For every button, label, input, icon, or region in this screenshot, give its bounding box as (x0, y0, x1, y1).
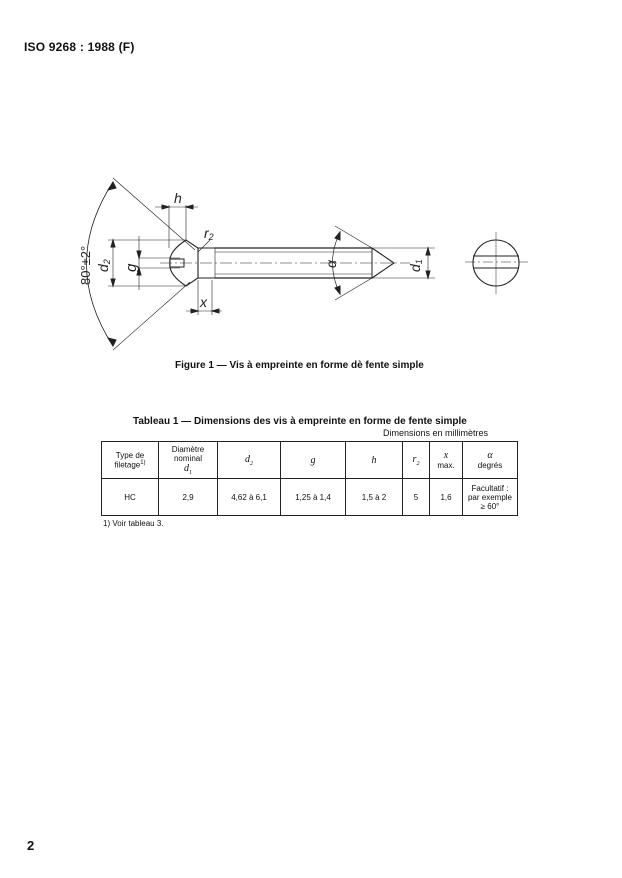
cell-type: HC (101, 478, 159, 516)
r2-label: r2 (204, 225, 214, 242)
figure-caption: Figure 1 — Vis à empreinte en forme dè f… (175, 360, 424, 371)
cell-alpha: Facultatif : par exemple ≥ 60° (462, 478, 518, 516)
header-thread-type: Type de filetage1) (101, 441, 159, 479)
table-header-row: Type de filetage1) Diamètre nominal d1 d… (101, 441, 518, 479)
cell-d2: 4,62 à 6,1 (217, 478, 281, 516)
cell-x: 1,6 (429, 478, 463, 516)
cell-g: 1,25 à 1,4 (280, 478, 346, 516)
d2-label: d2 (95, 259, 112, 272)
head-angle-arc (86, 181, 114, 347)
table-caption: Tableau 1 — Dimensions des vis à emprein… (133, 416, 467, 427)
alpha-label: α (323, 259, 339, 268)
x-label: x (199, 294, 208, 310)
header-x-max: x max. (429, 441, 463, 479)
header-nominal-diameter: Diamètre nominal d1 (158, 441, 218, 479)
header-g: g (280, 441, 346, 479)
d1-label: d1 (407, 259, 424, 272)
header-r2: r2 (402, 441, 430, 479)
table-units: Dimensions en millimètres (383, 428, 489, 438)
cell-r2: 5 (402, 478, 430, 516)
header-alpha: α degrés (462, 441, 518, 479)
header-h: h (345, 441, 403, 479)
table-row: HC 2,9 4,62 à 6,1 1,25 à 1,4 1,5 à 2 5 1… (101, 478, 518, 516)
head-angle-label: 80°±2° (78, 246, 93, 285)
dimensions-table: Type de filetage1) Diamètre nominal d1 d… (101, 441, 518, 516)
page-number: 2 (27, 838, 35, 853)
table-footnote: 1) Voir tableau 3. (103, 519, 164, 528)
screw-technical-drawing: 80°±2° h r2 d2 g x α d1 (78, 177, 528, 351)
cell-d1: 2,9 (158, 478, 218, 516)
standard-header: ISO 9268 : 1988 (F) (24, 40, 135, 54)
g-label: g (123, 263, 140, 272)
screw-tip (371, 247, 395, 279)
header-d2: d2 (217, 441, 281, 479)
cell-h: 1,5 à 2 (345, 478, 403, 516)
h-label: h (174, 190, 182, 206)
